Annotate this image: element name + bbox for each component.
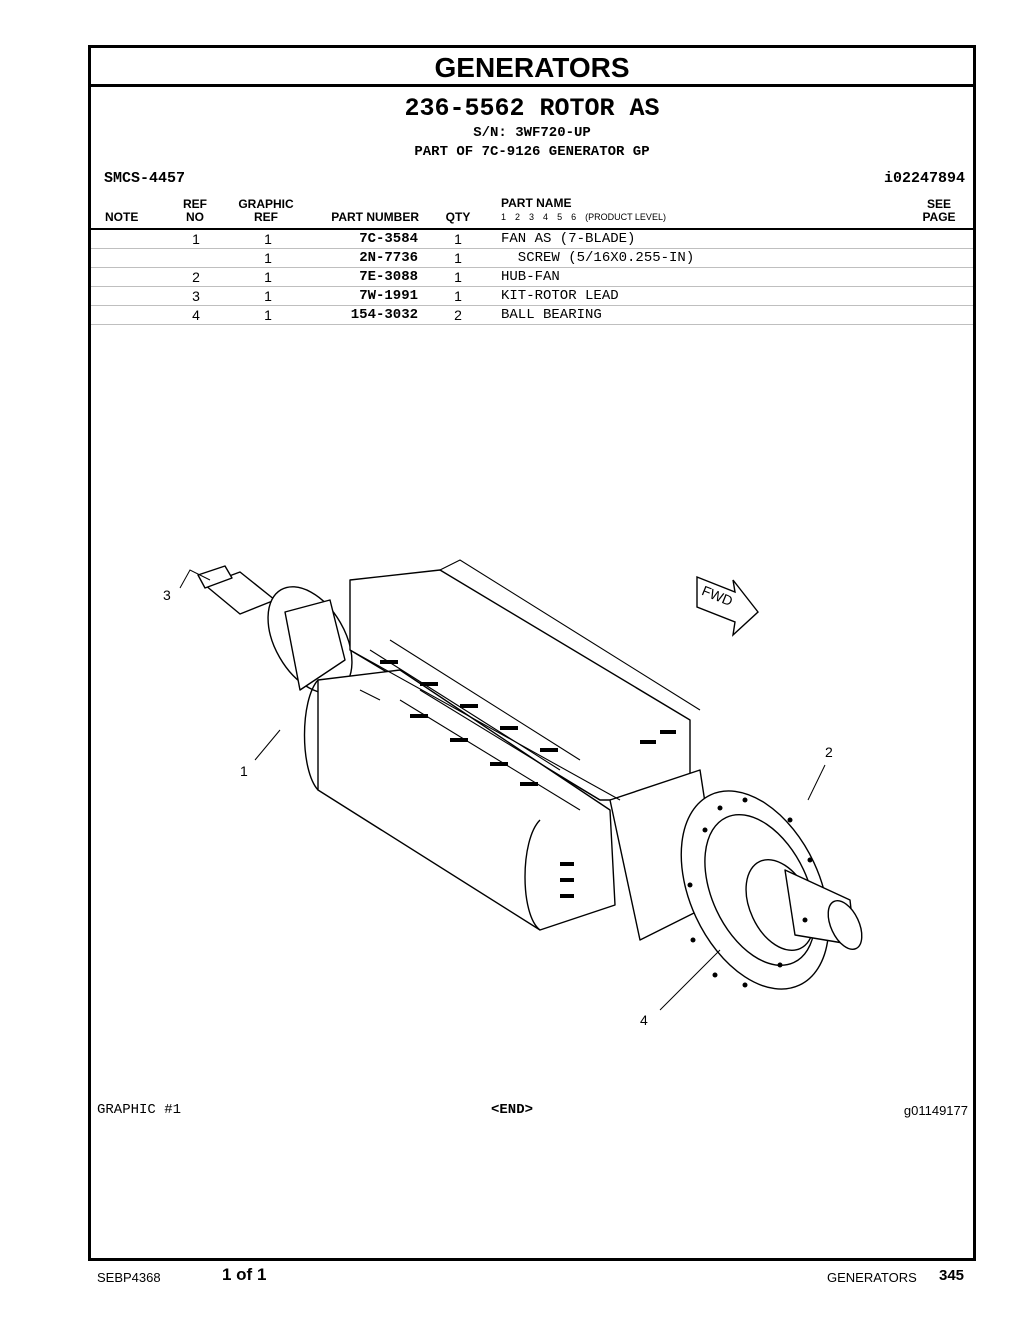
callout-3: 3 <box>163 587 171 603</box>
level-5: 5 <box>557 212 563 222</box>
graphic-id: g01149177 <box>903 1103 968 1118</box>
rotor-illustration: FWD 3 1 2 4 <box>163 559 863 1028</box>
table-row: 3 1 7W-1991 1 KIT-ROTOR LEAD <box>91 287 973 306</box>
graphic-ref: 1 <box>264 231 272 247</box>
col-ref-top: REF <box>183 197 207 211</box>
header-divider <box>91 228 973 230</box>
ref-no: 2 <box>192 269 200 285</box>
part-number: 7E-3088 <box>359 269 418 285</box>
table-row: 1 1 7C-3584 1 FAN AS (7-BLADE) <box>91 230 973 249</box>
col-graphic-top: GRAPHIC <box>238 197 294 211</box>
page-of: 1 of 1 <box>222 1265 267 1284</box>
ref-no: 1 <box>192 231 200 247</box>
col-qty: QTY <box>445 210 471 224</box>
smcs-code: SMCS-4457 <box>104 170 186 187</box>
illustration-ref: i02247894 <box>883 170 965 187</box>
part-name: HUB-FAN <box>501 269 560 285</box>
page-title: 236-5562 ROTOR AS <box>404 94 660 123</box>
graphic-ref: 1 <box>264 269 272 285</box>
ref-no: 3 <box>192 288 200 304</box>
col-part-name: PART NAME <box>501 196 572 210</box>
col-part-number: PART NUMBER <box>331 210 419 224</box>
forward-arrow <box>696 575 759 637</box>
ref-no: 4 <box>192 307 200 323</box>
col-ref-bottom: NO <box>186 210 204 224</box>
part-name: KIT-ROTOR LEAD <box>501 288 619 304</box>
col-see-bottom: PAGE <box>922 210 956 224</box>
page-frame: GENERATORS 236-5562 ROTOR AS S/N: 3WF720… <box>88 45 976 1261</box>
qty: 1 <box>454 288 462 304</box>
end-marker: <END> <box>491 1102 534 1118</box>
graphic-ref: 1 <box>264 250 272 266</box>
serial-number: S/N: 3WF720-UP <box>473 125 591 141</box>
qty: 1 <box>454 231 462 247</box>
level-4: 4 <box>543 212 549 222</box>
graphic-label: GRAPHIC #1 <box>97 1102 182 1118</box>
part-name: BALL BEARING <box>501 307 602 323</box>
qty: 1 <box>454 250 462 266</box>
callout-4: 4 <box>640 1012 648 1028</box>
footer-section: GENERATORS <box>827 1270 917 1285</box>
part-name: SCREW (5/16X0.255-IN) <box>501 250 695 266</box>
part-number: 154-3032 <box>350 307 418 323</box>
col-note: NOTE <box>105 210 139 224</box>
part-number: 7C-3584 <box>359 231 418 247</box>
qty: 2 <box>454 307 462 323</box>
level-6: 6 <box>571 212 577 222</box>
level-3: 3 <box>529 212 535 222</box>
document-number: SEBP4368 <box>97 1270 161 1285</box>
page-number: 345 <box>939 1267 965 1284</box>
level-1: 1 <box>501 212 507 222</box>
table-row: 4 1 154-3032 2 BALL BEARING <box>91 306 973 325</box>
graphic-ref: 1 <box>264 307 272 323</box>
qty: 1 <box>454 269 462 285</box>
col-see-top: SEE <box>926 197 951 211</box>
callout-2: 2 <box>825 744 833 760</box>
category-heading: GENERATORS <box>91 48 973 87</box>
callout-1: 1 <box>240 763 248 779</box>
part-name: FAN AS (7-BLADE) <box>501 231 636 247</box>
table-row: 1 2N-7736 1 SCREW (5/16X0.255-IN) <box>91 249 973 268</box>
product-level-label: (PRODUCT LEVEL) <box>585 212 666 222</box>
parts-table: 1 1 7C-3584 1 FAN AS (7-BLADE) 1 2N-7736… <box>91 230 973 325</box>
col-graphic-bottom: REF <box>254 210 278 224</box>
table-row: 2 1 7E-3088 1 HUB-FAN <box>91 268 973 287</box>
part-number: 7W-1991 <box>359 288 418 304</box>
graphic-ref: 1 <box>264 288 272 304</box>
level-2: 2 <box>515 212 521 222</box>
parent-group: PART OF 7C-9126 GENERATOR GP <box>414 144 650 160</box>
part-number: 2N-7736 <box>359 250 418 266</box>
